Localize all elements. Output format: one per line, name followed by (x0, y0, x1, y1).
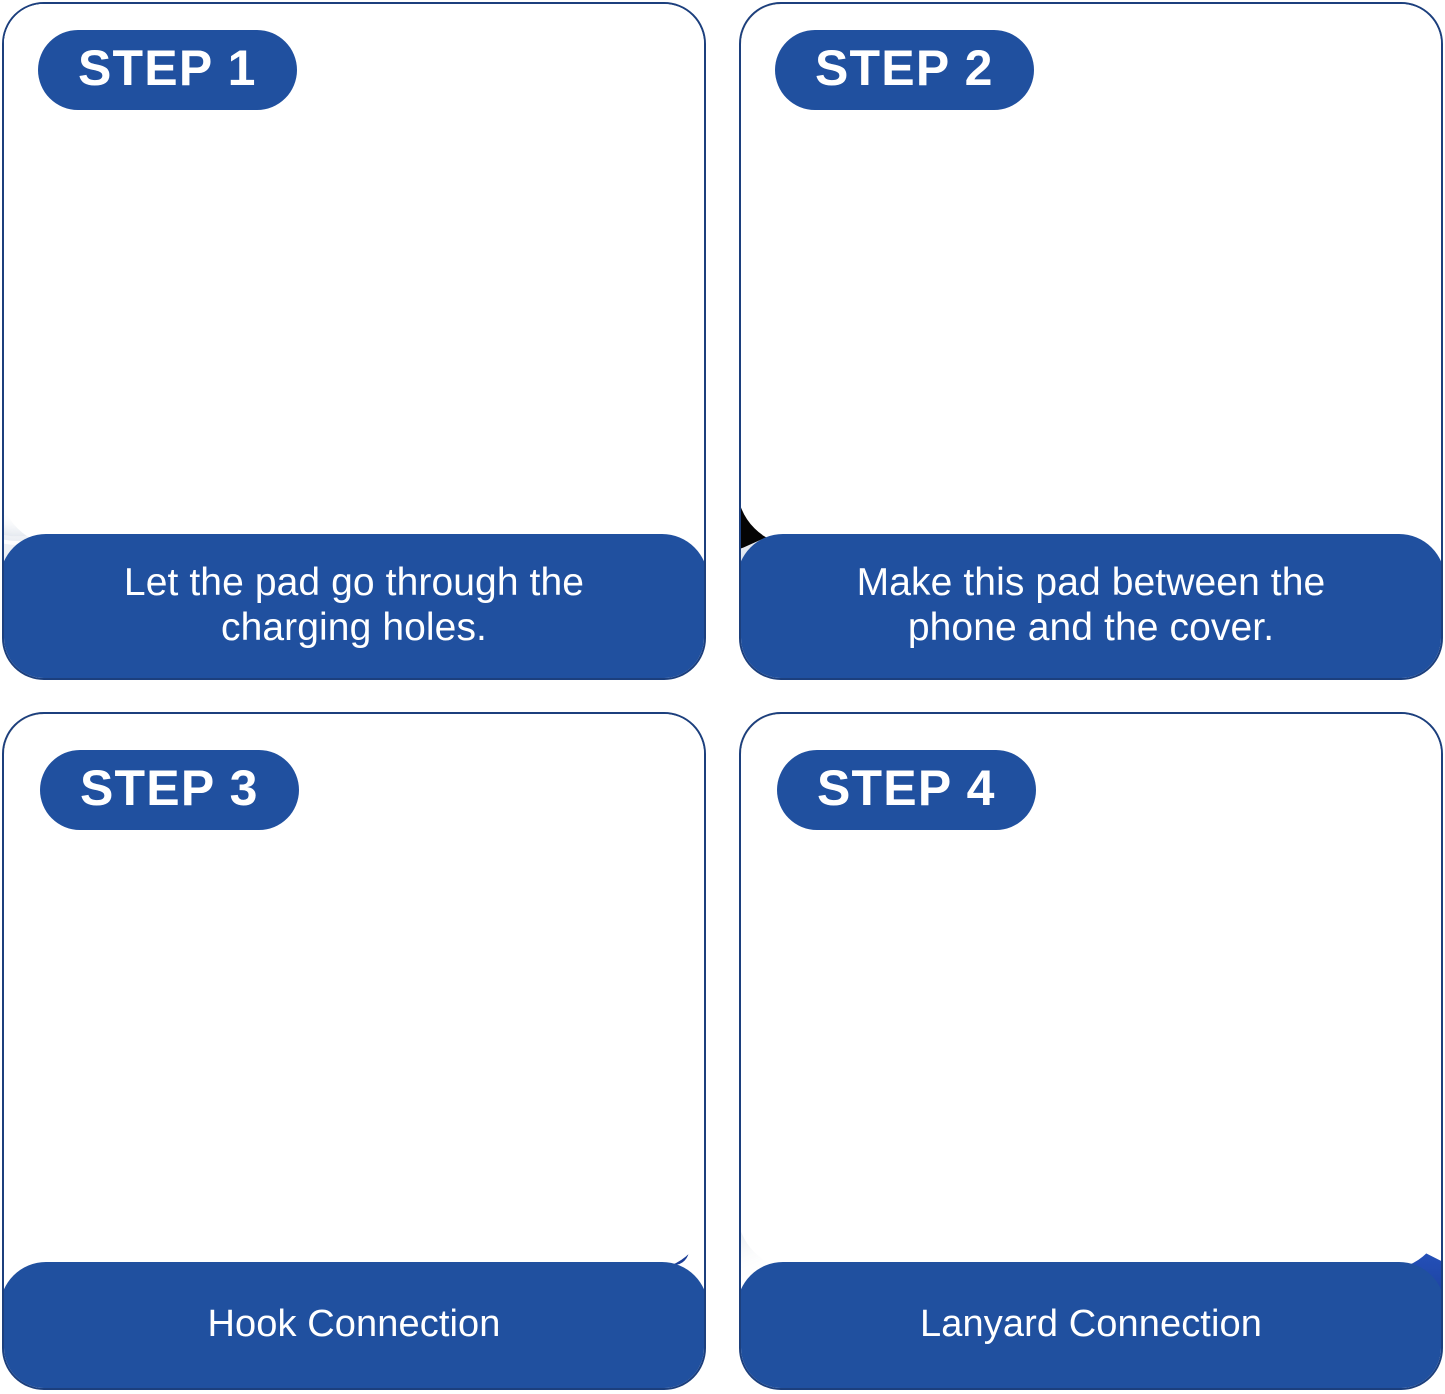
caption-text: Let the pad go through the charging hole… (124, 560, 584, 650)
caption-line: Let the pad go through the (123, 560, 585, 604)
caption-text: Hook Connection (207, 1302, 501, 1345)
step-caption-4: Lanyard Connection (741, 1262, 1441, 1388)
black-cord-icon (1156, 1010, 1239, 1176)
step-badge-4: STEP 4 (777, 750, 1036, 830)
step-panel-3: STEP 3 Hook Connection (2, 712, 706, 1390)
step-caption-2: Make this pad between the phone and the … (741, 534, 1441, 678)
step-panel-2: STEP 2 Make this pad between the phone a… (739, 2, 1443, 680)
step-panel-1: STEP 1 Let the pad go through the chargi… (2, 2, 706, 680)
step-badge-1: STEP 1 (38, 30, 297, 110)
step-badge-2: STEP 2 (775, 30, 1034, 110)
case-port-icon (303, 413, 389, 472)
step-badge-3: STEP 3 (40, 750, 299, 830)
step-panel-4: STEP 4 Lanyard Connection (739, 712, 1443, 1390)
step-caption-3: Hook Connection (4, 1262, 704, 1388)
caption-line: charging holes. (220, 606, 487, 649)
split-ring-icon (434, 417, 520, 503)
case-port-icon (1066, 451, 1164, 511)
caption-line: Make this pad between the (856, 560, 1326, 604)
split-ring-icon (1321, 340, 1387, 406)
step-caption-1: Let the pad go through the charging hole… (4, 534, 704, 678)
carabiner-hook-icon (347, 942, 555, 1159)
caption-text: Make this pad between the phone and the … (857, 560, 1326, 650)
case-port-icon (220, 462, 290, 513)
caption-line: phone and the cover. (907, 606, 1275, 649)
caption-text: Lanyard Connection (920, 1302, 1262, 1345)
